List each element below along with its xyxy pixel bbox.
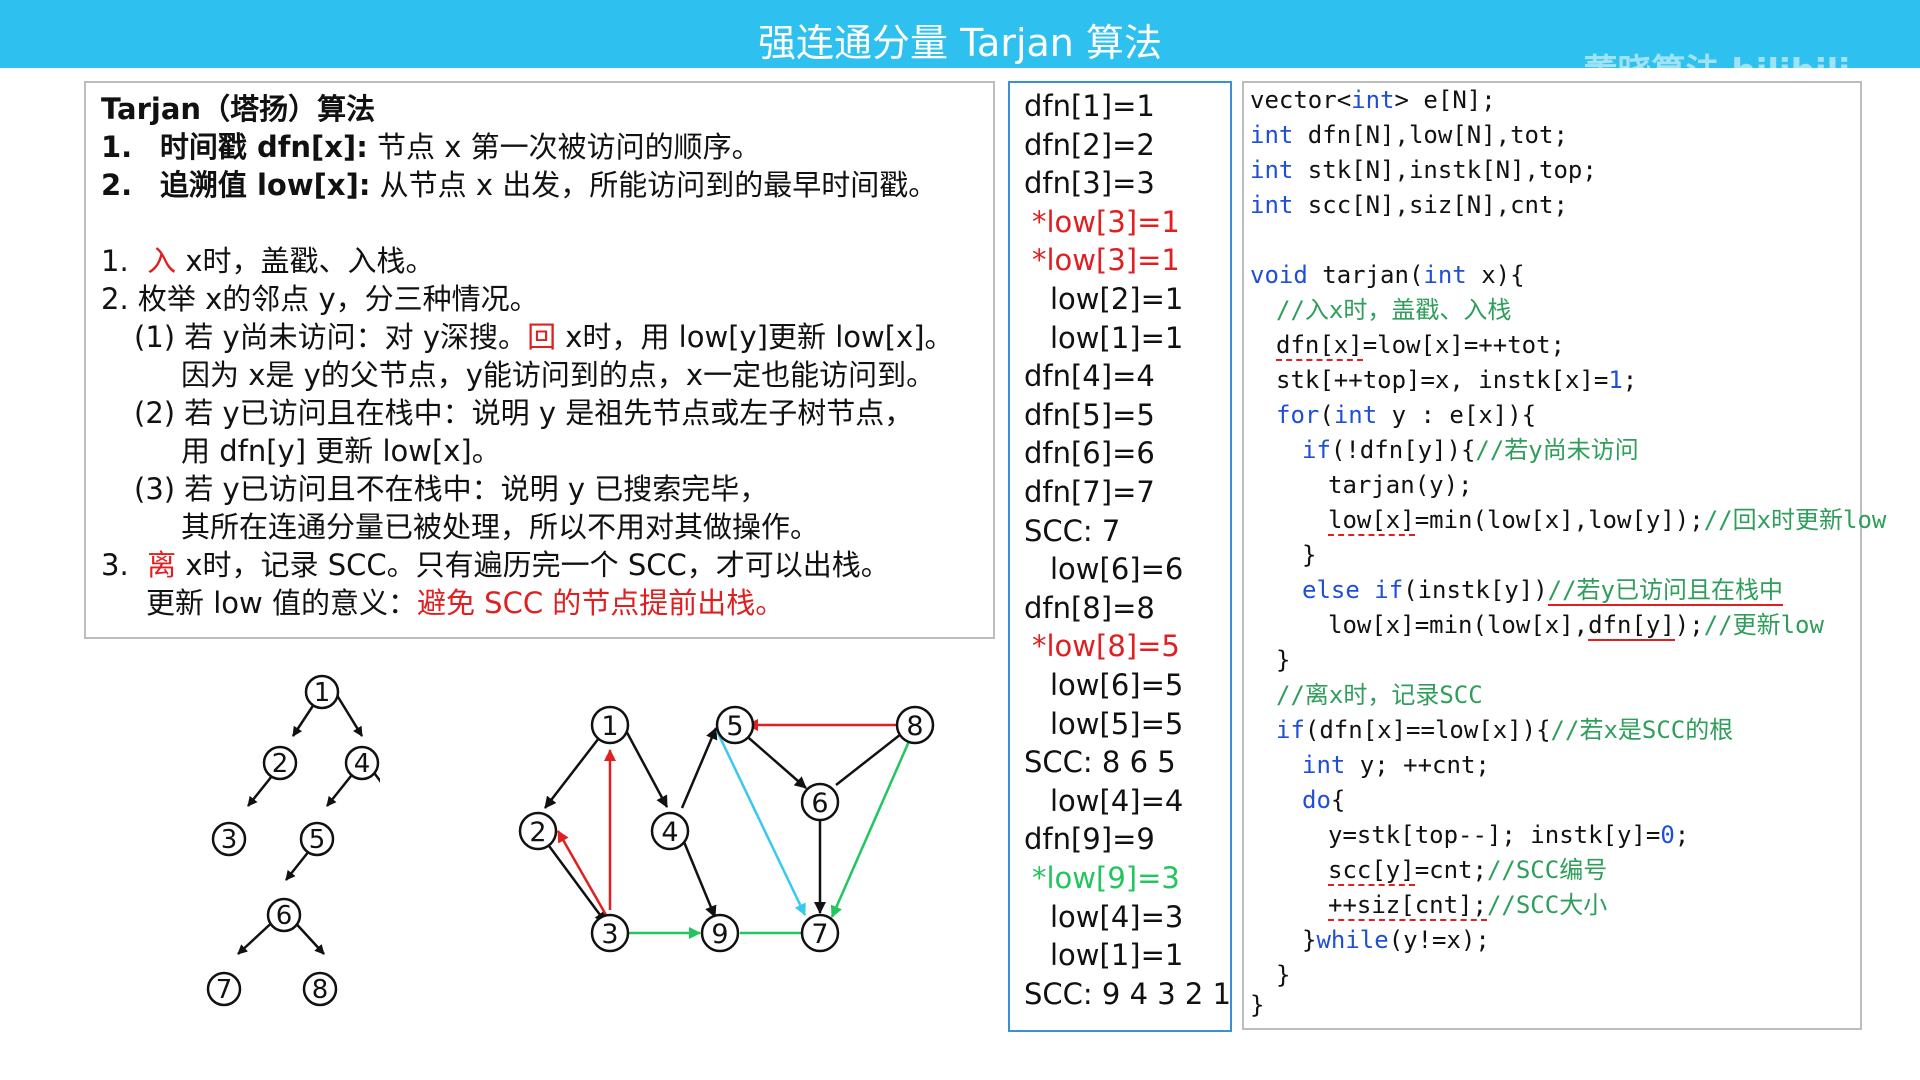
- code-line-3: int stk[N],instk[N],top;: [1250, 156, 1597, 184]
- graph-node-1: 1: [601, 711, 618, 742]
- trace-step: *low[8]=5: [1032, 629, 1180, 664]
- code-line-23: ++siz[cnt];//SCC大小: [1328, 891, 1608, 921]
- trace-step: low[6]=5: [1050, 668, 1184, 702]
- trace-step: low[2]=1: [1050, 282, 1184, 316]
- code-line-5: void tarjan(int x){: [1250, 261, 1525, 289]
- graph-node-6: 6: [811, 788, 828, 819]
- tree-node-1: 1: [314, 678, 331, 708]
- trace-step: *low[3]=1: [1032, 243, 1180, 278]
- code-line-26: }: [1250, 991, 1265, 1019]
- trace-step: low[4]=3: [1050, 899, 1184, 934]
- trace-step: SCC: 9 4 3 2 1: [1024, 976, 1232, 1011]
- watermark: 董晓算法 bilibili: [1583, 52, 1850, 92]
- code-line-4: int scc[N],siz[N],cnt;: [1250, 191, 1568, 219]
- trace-step: low[4]=4: [1050, 783, 1184, 818]
- code-line-7: dfn[x]=low[x]=++tot;: [1276, 331, 1565, 361]
- graph-node-5: 5: [726, 711, 743, 742]
- code-line-25: }: [1276, 961, 1291, 989]
- concept-panel: Tarjan（塔扬）算法 1. 时间戳 dfn[x]: 节点 x 第一次被访问的…: [84, 81, 995, 639]
- trace-step: dfn[7]=7: [1024, 475, 1155, 509]
- tree-node-2: 2: [272, 749, 289, 779]
- code-line-1: vector<int> e[N];: [1250, 86, 1496, 114]
- trace-step: dfn[6]=6: [1024, 436, 1155, 471]
- trace-step: dfn[5]=5: [1024, 397, 1155, 432]
- trace-step: low[1]=1: [1050, 938, 1184, 973]
- trace-step: dfn[4]=4: [1024, 359, 1155, 394]
- code-line-22: scc[y]=cnt;//SCC编号: [1328, 856, 1608, 886]
- trace-step: *low[3]=1: [1032, 204, 1180, 239]
- tree-node-5: 5: [309, 825, 326, 855]
- code-line-21: y=stk[top--]; instk[y]=0;: [1328, 821, 1690, 849]
- trace-step: SCC: 7: [1024, 513, 1121, 548]
- code-panel: vector<int> e[N]; int dfn[N],low[N],tot;…: [1242, 81, 1886, 1030]
- definition-low: 2. 追溯值 low[x]: 从节点 x 出发，所能访问到的最早时间戳。: [101, 168, 938, 202]
- graph-node-8: 8: [906, 711, 923, 742]
- trace-step: dfn[9]=9: [1024, 822, 1155, 857]
- page-title: 强连通分量 Tarjan 算法: [758, 21, 1162, 65]
- directed-graph-diagram: 1 5 8 6 2 4 3 9 7: [518, 705, 935, 953]
- trace-step: low[1]=1: [1050, 320, 1184, 355]
- graph-node-7: 7: [811, 919, 828, 950]
- trace-step: low[5]=5: [1050, 706, 1184, 741]
- code-line-11: tarjan(y);: [1328, 471, 1473, 499]
- trace-step: dfn[8]=8: [1024, 590, 1155, 625]
- tree-node-6: 6: [276, 901, 293, 931]
- code-line-16: }: [1276, 646, 1291, 674]
- step-leave: 3. 离 x时，记录 SCC。只有遍历完一个 SCC，才可以出栈。: [101, 548, 890, 582]
- code-line-2: int dfn[N],low[N],tot;: [1250, 121, 1568, 149]
- code-line-24: }while(y!=x);: [1302, 926, 1490, 954]
- tree-node-7: 7: [216, 975, 233, 1005]
- graph-node-3: 3: [601, 919, 618, 950]
- case-2-detail: 用 dfn[y] 更新 low[x]。: [181, 434, 501, 468]
- code-line-19: int y; ++cnt;: [1302, 751, 1490, 779]
- graph-node-9: 9: [711, 919, 728, 950]
- code-line-13: }: [1302, 541, 1317, 569]
- trace-step: dfn[1]=1: [1024, 89, 1155, 123]
- code-line-20: do{: [1302, 786, 1346, 814]
- graph-node-2: 2: [529, 817, 546, 848]
- tree-node-4: 4: [354, 749, 371, 779]
- graph-node-4: 4: [661, 817, 678, 848]
- code-line-12: low[x]=min(low[x],low[y]);//回x时更新low: [1328, 506, 1887, 536]
- title-bar: 强连通分量 Tarjan 算法 董晓算法 bilibili: [0, 0, 1920, 92]
- code-line-8: stk[++top]=x, instk[x]=1;: [1276, 366, 1638, 394]
- case-3: (3) 若 y已访问且不在栈中：说明 y 已搜索完毕，: [134, 472, 769, 506]
- case-1: (1) 若 y尚未访问：对 y深搜。回 x时，用 low[y]更新 low[x]…: [134, 320, 954, 354]
- definition-dfn: 1. 时间戳 dfn[x]: 节点 x 第一次被访问的顺序。: [101, 130, 761, 164]
- code-line-10: if(!dfn[y]){//若y尚未访问: [1302, 436, 1639, 464]
- trace-step: low[6]=6: [1050, 552, 1184, 587]
- tree-node-3: 3: [221, 825, 238, 855]
- code-line-9: for(int y : e[x]){: [1276, 401, 1537, 429]
- step-enumerate: 2. 枚举 x的邻点 y，分三种情况。: [101, 282, 539, 316]
- low-meaning-note: 更新 low 值的意义：避免 SCC 的节点提前出栈。: [146, 586, 785, 620]
- case-3-detail: 其所在连通分量已被处理，所以不用对其做操作。: [181, 510, 820, 544]
- dfs-tree-diagram: 1 2 4 3 5 9 6 7 8: [206, 674, 380, 1007]
- case-1-reason: 因为 x是 y的父节点，y能访问到的点，x一定也能访问到。: [181, 358, 936, 392]
- code-line-6: //入x时，盖戳、入栈: [1276, 296, 1512, 324]
- tree-node-8: 8: [312, 975, 329, 1005]
- code-line-18: if(dfn[x]==low[x]){//若x是SCC的根: [1276, 716, 1734, 744]
- concept-heading: Tarjan（塔扬）算法: [101, 92, 376, 126]
- code-line-14: else if(instk[y])//若y已访问且在栈中: [1302, 576, 1784, 606]
- trace-step: dfn[3]=3: [1024, 166, 1155, 201]
- case-2: (2) 若 y已访问且在栈中：说明 y 是祖先节点或左子树节点，: [134, 396, 914, 430]
- step-enter: 1. 入 x时，盖戳、入栈。: [101, 244, 435, 278]
- code-line-15: low[x]=min(low[x],dfn[y]);//更新low: [1328, 611, 1824, 641]
- trace-step: *low[9]=3: [1032, 861, 1180, 895]
- trace-step: dfn[2]=2: [1024, 127, 1155, 162]
- code-line-17: //离x时，记录SCC: [1276, 681, 1483, 709]
- trace-step: SCC: 8 6 5: [1024, 745, 1176, 780]
